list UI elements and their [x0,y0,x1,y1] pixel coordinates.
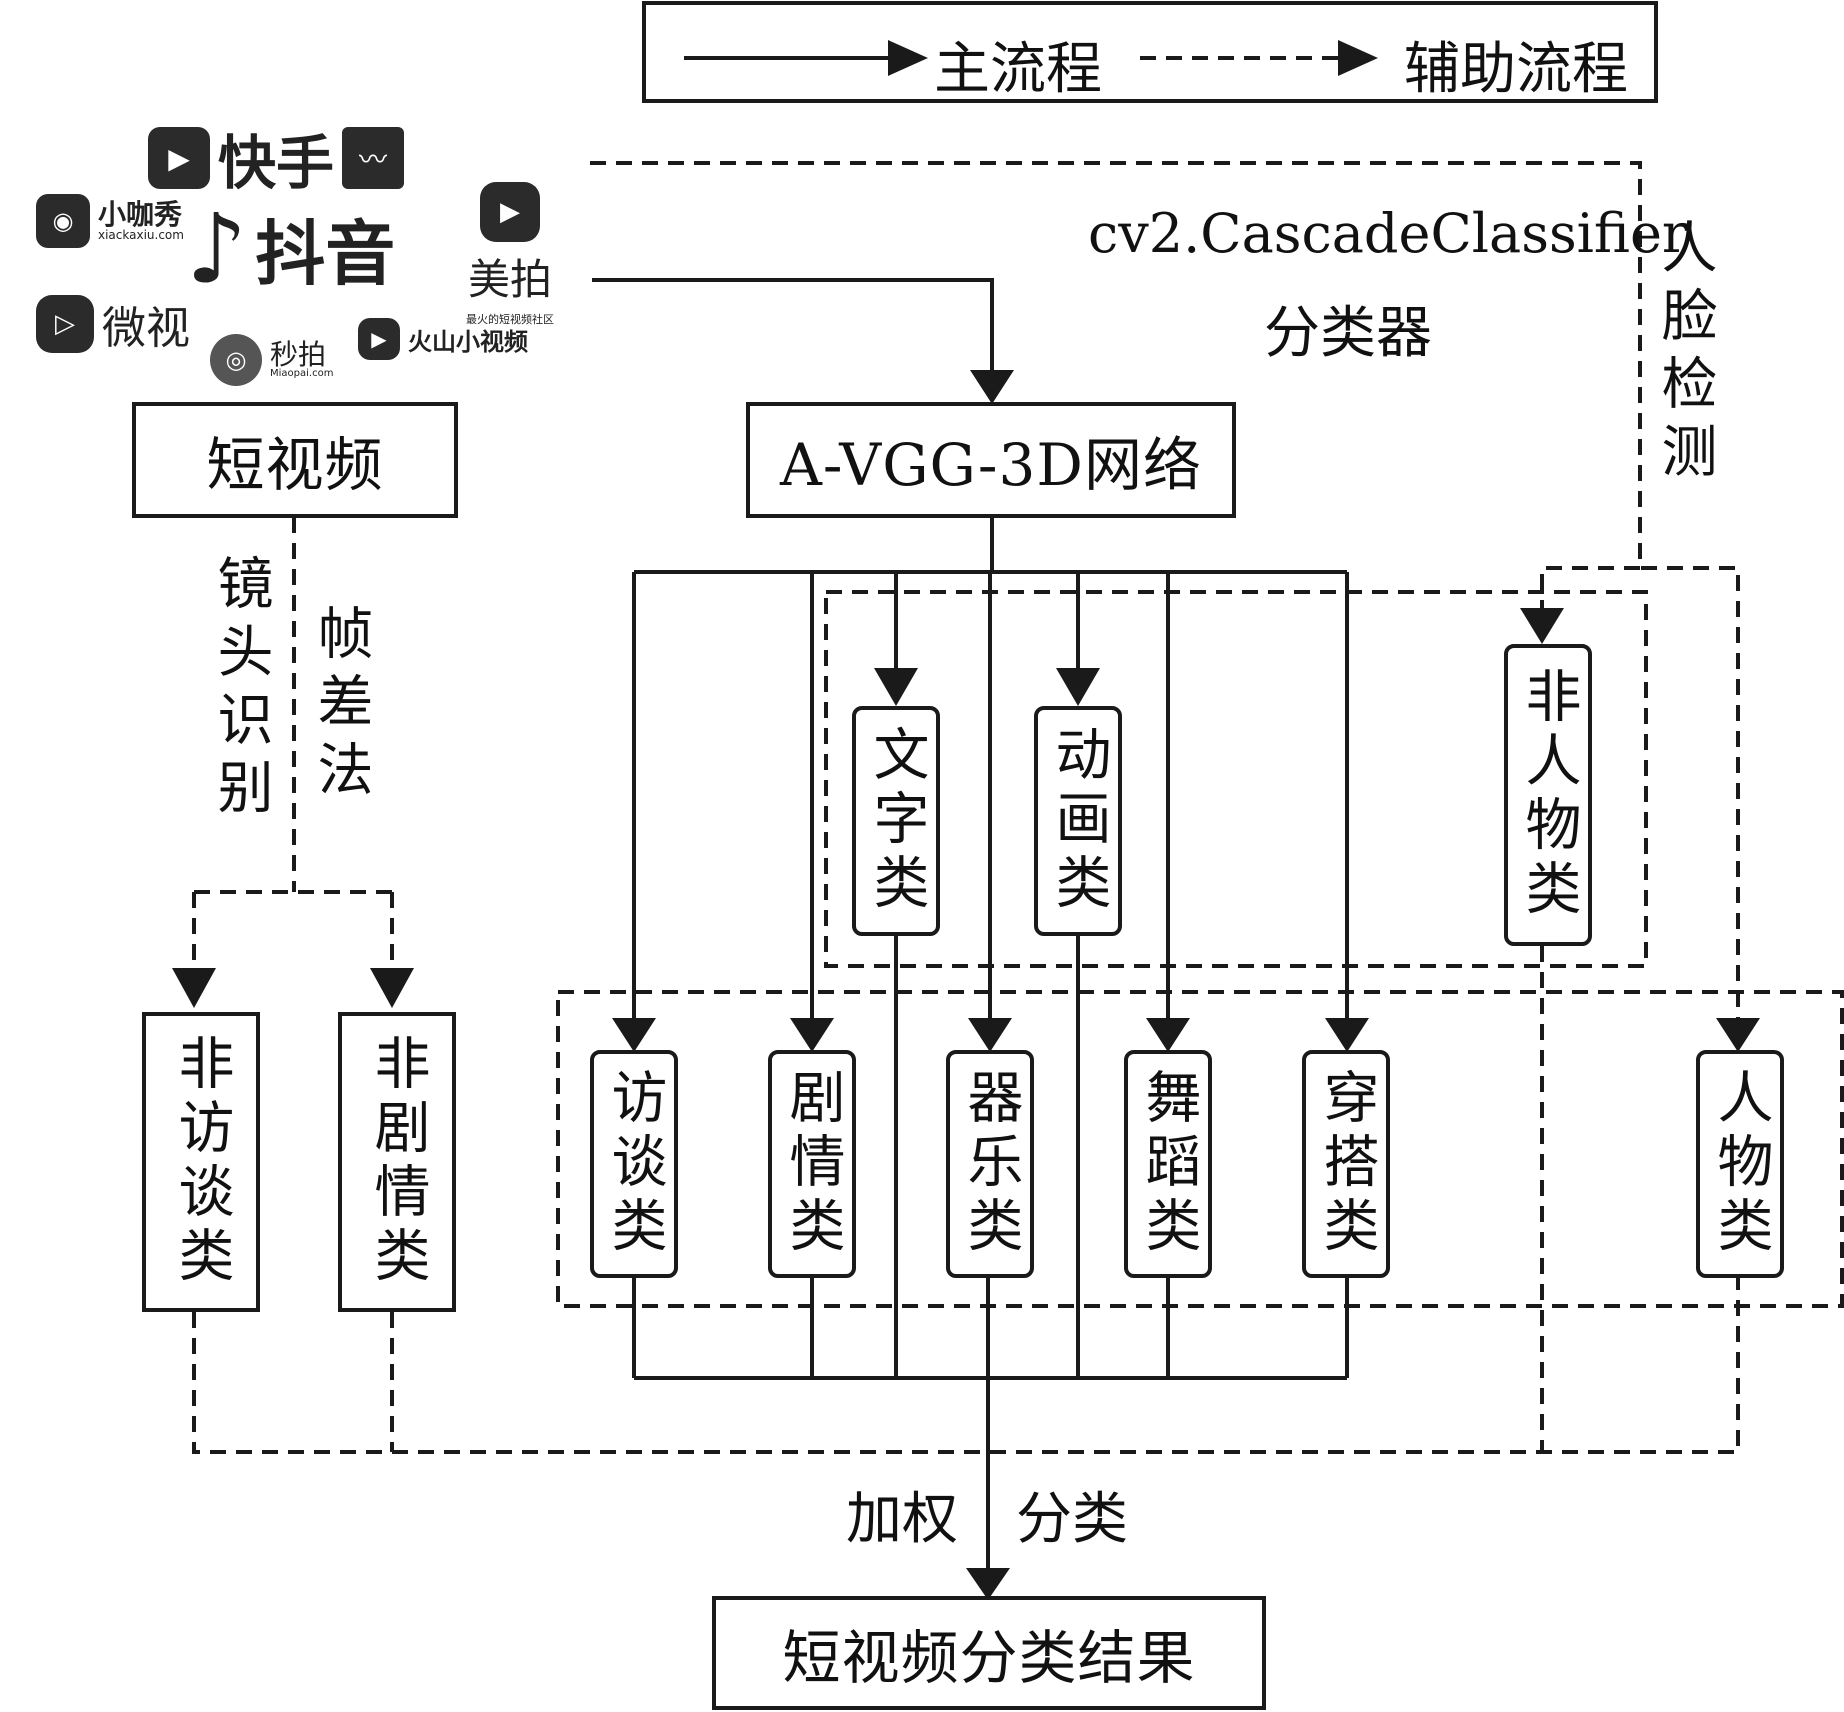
meipai-slogan: 最火的短视频社区 [466,313,554,326]
meipai-icon: ▶ [480,182,540,242]
legend-dashed-arrowhead [1338,40,1378,76]
xiaokaxiu-logo: ◉ 小咖秀 xiackaxiu.com [36,194,184,248]
category-text: 文字类 [852,706,940,936]
miaopai-label: 秒拍 [270,338,327,371]
xiaokaxiu-label: 小咖秀 [98,198,183,231]
shot-recognition-label: 镜头识别 [208,554,273,826]
legend-box [642,1,1658,103]
category-dance: 舞蹈类 [1124,1050,1212,1278]
classifier-cn: 分类器 [1264,301,1432,366]
meipai-logo: ▶ 美拍 最火的短视频社区 [466,182,554,327]
weighted-label: 加权 [846,1487,958,1552]
legend-main-label: 主流程 [934,37,1102,102]
xiaokaxiu-url: xiackaxiu.com [98,228,184,242]
miaopai-icon: ◎ [210,334,262,386]
huoshan-logo: ▶ 火山小视频 [358,318,528,360]
classifier-name: cv2.CascadeClassifier [1088,202,1688,265]
huoshan-icon: ▶ [358,318,400,360]
category-non-drama: 非剧情类 [338,1012,456,1312]
platforms-to-network-line [592,278,994,370]
face-detection-label: 人脸检测 [1652,218,1717,490]
lower-group-dashed-box [556,990,1844,1308]
douyin-icon: ♪ [186,192,248,305]
network-node: A-VGG-3D网络 [746,402,1236,518]
kuaishou-logo: ▶ 快手 〰 [148,116,405,200]
classify-label: 分类 [1016,1487,1128,1552]
category-person: 人物类 [1696,1050,1784,1278]
kuaishou-label: 快手 [218,129,335,197]
category-outfit: 穿搭类 [1302,1050,1390,1278]
weishi-logo: ▷ 微视 [36,292,190,356]
xiaokaxiu-icon: ◉ [36,194,90,248]
weishi-label: 微视 [102,303,190,354]
legend-aux-label: 辅助流程 [1404,37,1628,102]
miaopai-url: Miaopai.com [270,368,334,379]
category-drama: 剧情类 [768,1050,856,1278]
category-animation: 动画类 [1034,706,1122,936]
legend-solid-arrowhead [888,40,928,76]
category-non-person: 非人物类 [1504,644,1592,946]
huoshan-label: 火山小视频 [408,327,528,356]
result-node: 短视频分类结果 [712,1596,1266,1710]
kuaishou-icon: ▶ [148,127,210,189]
short-video-node: 短视频 [132,402,458,518]
category-non-interview: 非访谈类 [142,1012,260,1312]
miaopai-logo: ◎ 秒拍 Miaopai.com [210,334,333,386]
douyin-logo: ♪ 抖音 [186,198,395,299]
meipai-label: 美拍 [467,255,552,304]
face-detection-line [590,161,1740,1020]
frame-diff-label: 帧差法 [308,604,373,808]
category-interview: 访谈类 [590,1050,678,1278]
wave-icon: 〰 [342,127,405,189]
weishi-icon: ▷ [36,295,94,353]
category-instrument: 器乐类 [946,1050,1034,1278]
douyin-label: 抖音 [255,213,396,295]
